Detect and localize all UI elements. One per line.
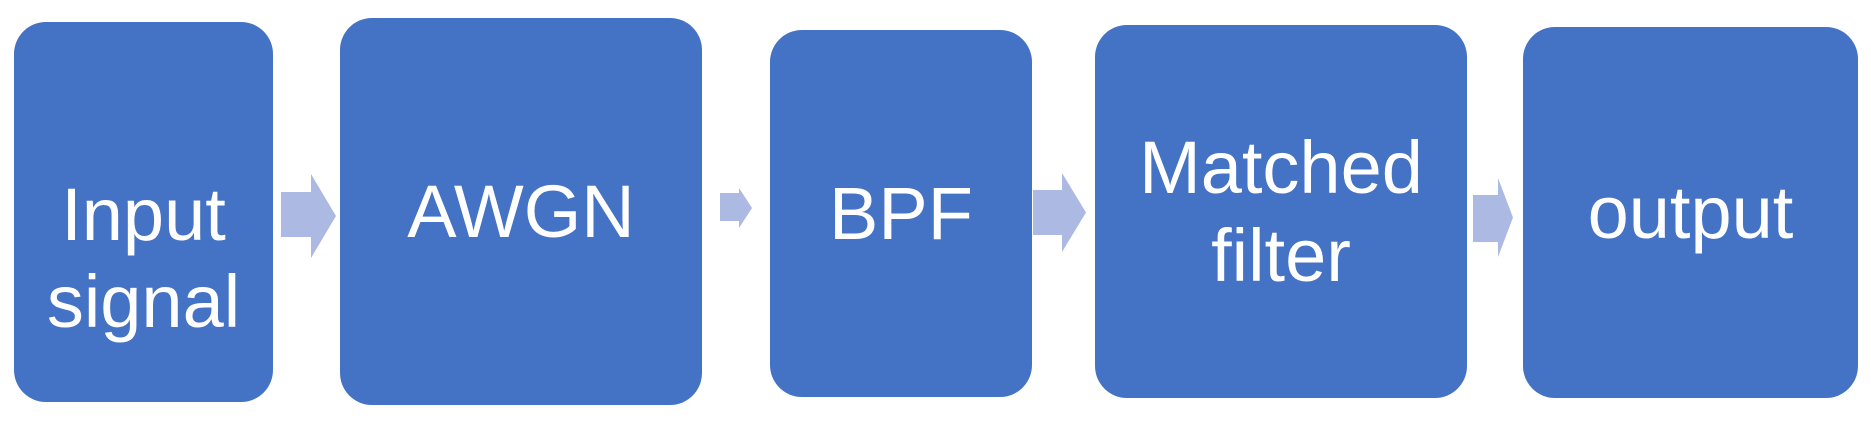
arrow-right-icon <box>1033 173 1086 252</box>
node-output: output <box>1523 27 1858 398</box>
arrow-right-icon <box>281 174 336 258</box>
arrow-right-icon <box>720 188 752 228</box>
node-awgn-label: AWGN <box>407 169 635 253</box>
node-matched-filter: Matched filter <box>1095 25 1467 398</box>
node-matched-filter-label: Matched filter <box>1139 126 1423 297</box>
arrow-right-icon <box>1473 178 1513 257</box>
node-output-label: output <box>1587 170 1794 254</box>
node-input-signal-label: Input signal <box>46 172 241 343</box>
node-input-signal: Input signal <box>14 22 273 402</box>
node-bpf-label: BPF <box>829 171 973 255</box>
node-awgn: AWGN <box>340 18 702 405</box>
node-bpf: BPF <box>770 30 1032 397</box>
